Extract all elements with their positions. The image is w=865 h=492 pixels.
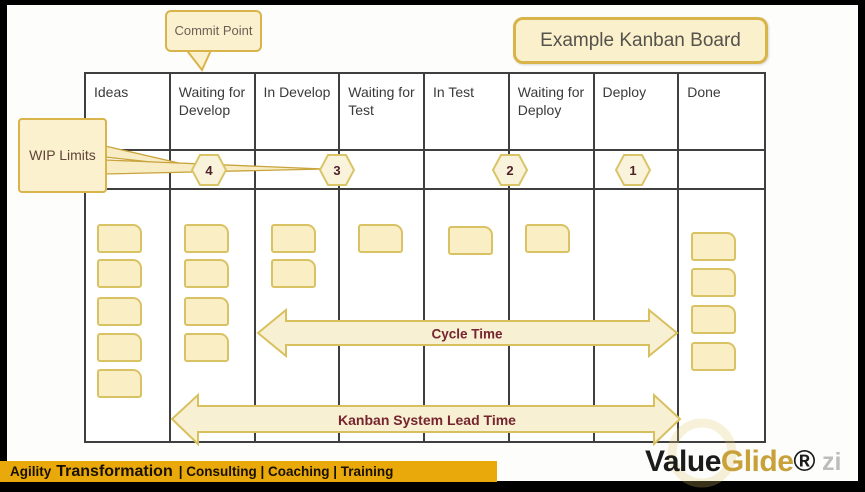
kanban-card <box>691 305 737 334</box>
kanban-card <box>691 342 737 371</box>
kanban-card <box>183 333 229 362</box>
column-cell <box>256 190 341 441</box>
kanban-card <box>97 259 142 288</box>
banner-emphasis: Transformation <box>56 462 173 480</box>
kanban-card <box>358 224 404 253</box>
kanban-card <box>524 224 570 253</box>
wip-limit-hexagon: 3 <box>319 153 355 187</box>
kanban-card <box>97 369 142 398</box>
wip-limits-label: WIP Limits <box>29 147 96 164</box>
column-cell <box>340 190 425 441</box>
footer-banner: Agility Transformation | Consulting | Co… <box>0 461 497 482</box>
kanban-card <box>183 259 229 288</box>
kanban-card <box>97 224 142 253</box>
kanban-card <box>270 224 316 253</box>
wip-limit-value: 3 <box>333 162 341 178</box>
valueglide-logo: ValueGlide® <box>645 445 816 479</box>
logo-value: Value <box>645 445 721 478</box>
column-header: Waiting for Develop <box>171 74 256 149</box>
column-header: Waiting for Test <box>340 74 425 149</box>
watermark-text: zi <box>822 448 842 476</box>
kanban-card <box>183 297 229 326</box>
wip-limit-hexagon: 1 <box>615 153 651 187</box>
cycle-time-label: Cycle Time <box>431 326 503 342</box>
wip-limit-value: 4 <box>205 162 213 178</box>
wip-limit-hexagon: 2 <box>492 153 528 187</box>
wip-limit-value: 2 <box>506 162 514 178</box>
column-cell <box>679 190 764 441</box>
wip-row-cell <box>594 149 680 190</box>
column-cell <box>510 190 595 441</box>
column-header: Waiting for Deploy <box>510 74 595 149</box>
column-header: In Develop <box>256 74 341 149</box>
wip-limit-value: 1 <box>629 162 637 178</box>
banner-prefix: Agility <box>10 464 52 479</box>
kanban-card <box>448 226 493 255</box>
kanban-card <box>183 224 229 253</box>
column-header: Done <box>687 84 721 100</box>
board-title-text: Example Kanban Board <box>540 29 741 51</box>
column-cell <box>425 190 510 441</box>
column-cell <box>86 190 171 441</box>
registered-mark-icon: ® <box>793 445 816 478</box>
kanban-card <box>97 297 142 326</box>
wip-row-cell <box>679 149 764 190</box>
banner-services: | Consulting | Coaching | Training <box>178 464 394 479</box>
column-header: In Test <box>425 74 510 149</box>
logo-glide: Glide <box>720 445 794 478</box>
column-header: Deploy <box>595 74 680 149</box>
kanban-card <box>270 259 316 288</box>
kanban-card <box>97 333 142 362</box>
wip-row-cell <box>509 149 595 190</box>
commit-point-callout: Commit Point <box>165 10 262 52</box>
wip-limit-hexagon: 4 <box>191 153 227 187</box>
column-cell <box>595 190 680 441</box>
kanban-card <box>691 232 737 261</box>
commit-point-label: Commit Point <box>174 22 253 38</box>
column-cell <box>171 190 256 441</box>
board-title: Example Kanban Board <box>513 17 768 64</box>
kanban-card <box>691 268 737 297</box>
wip-row-cell <box>340 149 425 190</box>
wip-limits-callout: WIP Limits <box>18 118 107 193</box>
lead-time-label: Kanban System Lead Time <box>338 412 516 428</box>
column-header: Ideas <box>86 74 171 149</box>
